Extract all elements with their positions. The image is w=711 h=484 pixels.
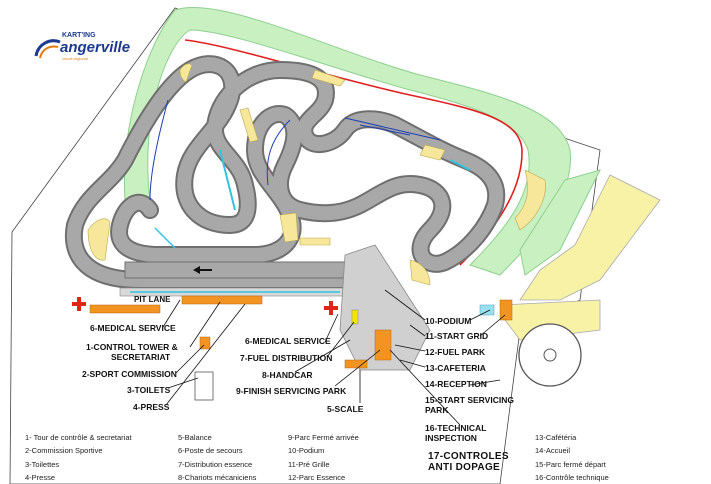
grass-strip-east (519, 169, 601, 276)
finish-servicing-label: 9-FINISH SERVICING PARK (236, 386, 347, 396)
legend-item: 6-Poste de secours (178, 446, 243, 455)
paddock-area (519, 174, 661, 301)
legend-item: 11-Pré Grille (288, 460, 330, 469)
accent-lines (130, 99, 471, 293)
legend-item: 15-Parc fermé départ (535, 460, 606, 469)
direction-arrow-icon (193, 266, 212, 274)
fuel-distribution-marker (351, 309, 359, 325)
start-grid-building (499, 299, 513, 321)
logo-main-text: angerville (60, 39, 131, 56)
kart-track (64, 55, 506, 289)
track-surface (66, 57, 504, 287)
logo-emblem-icon (34, 39, 61, 59)
anti-doping-label: 17-CONTROLES (428, 451, 509, 462)
fuel-distribution-label: 7-FUEL DISTRIBUTION (240, 353, 333, 363)
legend-item: 14-Accueil (535, 446, 571, 455)
medical-cross-icon (72, 297, 86, 311)
leader-lines (162, 289, 506, 426)
podium-marker (479, 304, 495, 316)
legend-item: 8-Chariots mécaniciens (178, 473, 257, 482)
safety-fence (184, 39, 523, 266)
legend-item: 5-Balance (178, 433, 212, 442)
press-label: 4-PRESS (133, 402, 170, 412)
legend-item: 1- Tour de contrôle & secretariat (25, 433, 132, 442)
kartodrome-logo: KART'ING angerville circuit régional (30, 30, 130, 64)
fuel-park-label: 12-FUEL PARK (425, 347, 486, 357)
start-servicing-label: 15-START SERVICING (425, 395, 514, 405)
podium-label: 10-PODIUM (425, 316, 472, 326)
legend-item: 4-Presse (25, 473, 56, 482)
pit-lane-label: PIT LANE (134, 295, 171, 304)
sport-commission-building (199, 336, 211, 350)
medical-service-label-left: 6-MEDICAL SERVICE (90, 323, 176, 333)
control-tower-label: 1-CONTROL TOWER & (86, 342, 178, 352)
legend-item: 16-Contrôle technique (535, 473, 609, 482)
logo-small-text: KART'ING (62, 32, 96, 39)
legend-item: 9-Parc Fermé arrivée (288, 433, 359, 442)
scale-building (344, 359, 368, 369)
legend-item: 7-Distribution essence (178, 460, 253, 469)
scale-label: 5-SCALE (327, 404, 364, 414)
anti-doping-label-2: ANTI DOPAGE (428, 462, 501, 473)
secretariat-label: SECRETARIAT (111, 352, 171, 362)
legend-item: 12-Parc Essence (288, 473, 346, 482)
technical-inspection-label-2: INSPECTION (425, 433, 477, 443)
logo-tagline: circuit régional (62, 56, 88, 61)
pit-building-row (89, 304, 161, 314)
fuel-park-building (374, 329, 392, 361)
grass-area (123, 6, 572, 276)
runoff-areas (87, 63, 546, 286)
start-grid-label: 11-START GRID (425, 331, 489, 341)
service-area (339, 244, 431, 371)
technical-inspection-label: 16-TECHNICAL (425, 423, 487, 433)
buildings (89, 295, 513, 369)
handcar-label: 8-HANDCAR (262, 370, 313, 380)
legend-item: 3-Toilettes (25, 460, 60, 469)
roundabout-center (543, 348, 557, 362)
legend-item: 2-Commission Sportive (25, 446, 103, 455)
medical-cross-icon-right (324, 301, 338, 315)
legend-item: 10-Podium (288, 446, 325, 455)
toilets-label: 3-TOILETS (127, 385, 171, 395)
sport-commission-label: 2-SPORT COMMISSION (82, 369, 177, 379)
pit-straight (124, 261, 361, 279)
cafeteria-label: 13-CAFETERIA (425, 363, 486, 373)
legend-item: 13-Cafétéria (535, 433, 577, 442)
start-servicing-label-2: PARK (425, 405, 449, 415)
control-tower-building (181, 295, 263, 305)
reception-label: 14-RECEPTION (425, 379, 487, 389)
medical-service-label-right: 6-MEDICAL SERVICE (245, 336, 331, 346)
toilets-building (194, 371, 214, 401)
